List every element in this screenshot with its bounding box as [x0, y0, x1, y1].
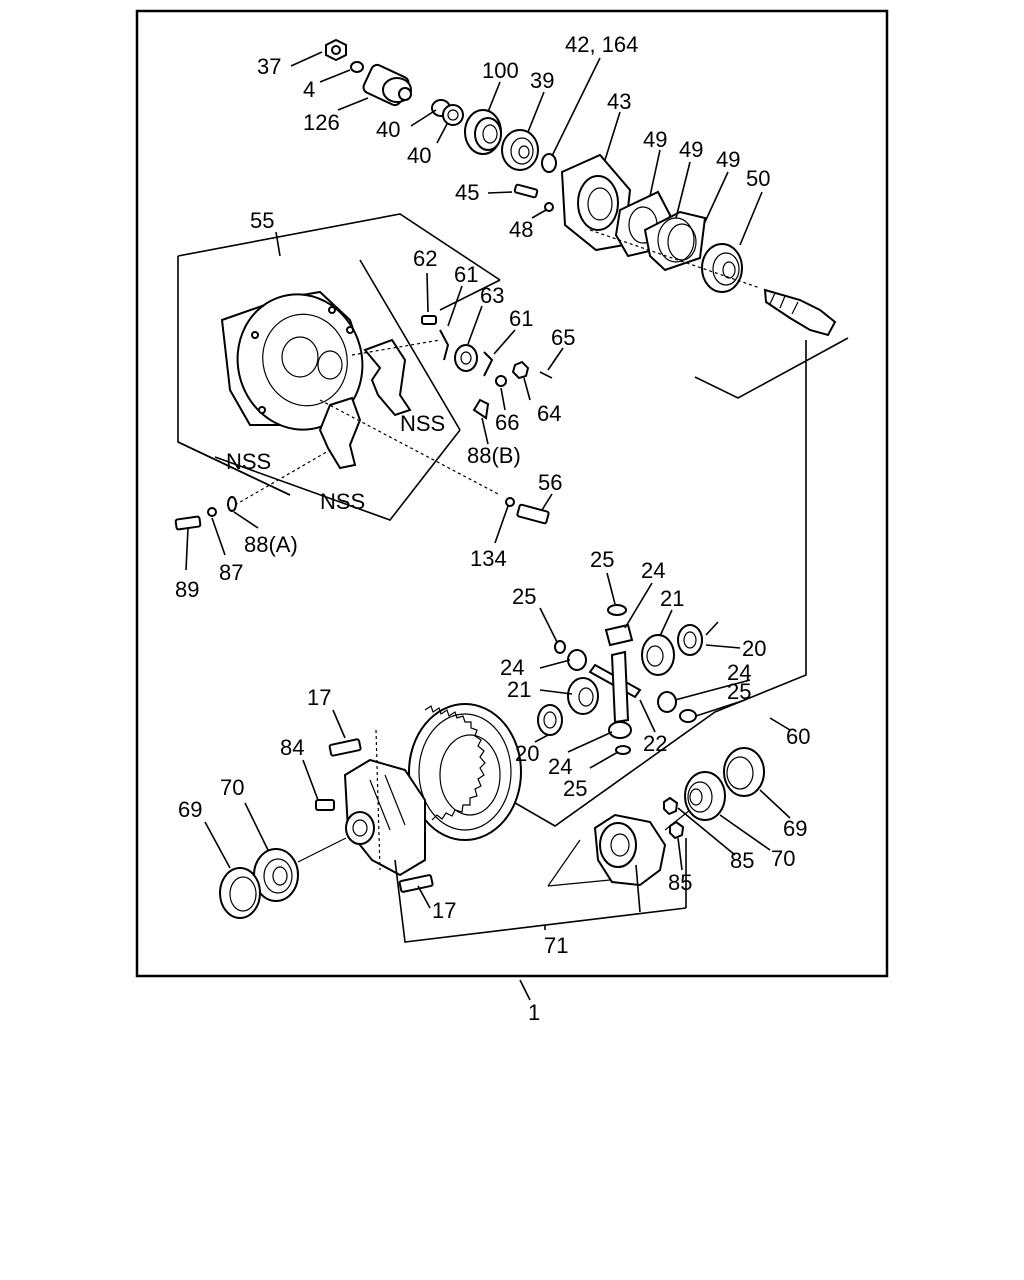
part-label: 61	[454, 262, 478, 287]
part-label: 63	[480, 283, 504, 308]
bearing-cup-icon	[219, 867, 261, 919]
part-label: 56	[538, 470, 562, 495]
part-label: 71	[544, 933, 568, 958]
part-label: 20	[515, 741, 539, 766]
part-label: 89	[175, 577, 199, 602]
part-label: 25	[512, 584, 536, 609]
bearing-icon	[701, 243, 743, 293]
part-label: 60	[786, 724, 810, 749]
part-label: 65	[551, 325, 575, 350]
part-label: 25	[590, 547, 614, 572]
part-label: 50	[746, 166, 770, 191]
differential-case-icon	[593, 813, 667, 887]
part-label: 62	[413, 246, 437, 271]
part-label: 61	[509, 306, 533, 331]
part-label: 85	[730, 848, 754, 873]
part-label: 4	[303, 77, 315, 102]
part-label: 25	[563, 776, 587, 801]
part-label: 69	[783, 816, 807, 841]
seal-icon	[464, 109, 502, 155]
part-label: 24	[641, 558, 665, 583]
differential-carrier-icon	[220, 290, 364, 431]
bolt-icon	[513, 183, 539, 199]
assembly-number-label: 1	[528, 1000, 540, 1025]
part-label: 48	[509, 217, 533, 242]
part-label: 43	[607, 89, 631, 114]
part-label: 49	[716, 147, 740, 172]
pinion-gear-icon	[763, 288, 837, 337]
part-label: 21	[660, 586, 684, 611]
nut-icon	[325, 38, 347, 62]
part-label: 70	[771, 846, 795, 871]
carrier-housing-icon	[560, 153, 632, 252]
part-label: 22	[643, 731, 667, 756]
leader-line-1	[519, 979, 531, 1001]
differential-gears	[537, 604, 703, 755]
flange-icon	[362, 63, 412, 107]
part-label: 42, 164	[565, 32, 638, 57]
part-label: NSS	[226, 449, 271, 474]
part-label: 49	[679, 137, 703, 162]
part-label: 24	[548, 754, 572, 779]
part-label: 40	[407, 143, 431, 168]
part-label: 21	[507, 677, 531, 702]
part-label: 37	[257, 54, 281, 79]
part-label: 45	[455, 180, 479, 205]
diagram-frame	[135, 9, 889, 978]
part-label: 24	[500, 655, 524, 680]
part-label: 134	[470, 546, 507, 571]
adjuster-parts	[421, 315, 553, 420]
part-label: 20	[742, 636, 766, 661]
part-label: 70	[220, 775, 244, 800]
part-label: NSS	[320, 489, 365, 514]
carrier-outline	[177, 213, 501, 521]
part-label: 69	[178, 797, 202, 822]
part-label: 17	[307, 685, 331, 710]
part-label: 126	[303, 110, 340, 135]
part-label: 87	[219, 560, 243, 585]
part-label: 84	[280, 735, 304, 760]
part-label: 88(B)	[467, 443, 521, 468]
ring-gear-icon	[408, 703, 522, 841]
part-label: 40	[376, 117, 400, 142]
bearing-icon	[501, 129, 539, 171]
part-label: 17	[432, 898, 456, 923]
part-label: 55	[250, 208, 274, 233]
part-label: 66	[495, 410, 519, 435]
part-label: 24	[727, 660, 751, 685]
part-label: 64	[537, 401, 561, 426]
part-label: 85	[668, 870, 692, 895]
pinion-assembly	[325, 38, 837, 337]
part-label: 49	[643, 127, 667, 152]
gasket-icon	[614, 190, 707, 272]
part-label: 39	[530, 68, 554, 93]
part-label: NSS	[400, 411, 445, 436]
part-number-labels: 37 4 126 40 40 100 39 42, 164 43 49 49 4…	[175, 32, 810, 1025]
part-label: 88(A)	[244, 532, 298, 557]
bearing-cup-icon	[723, 747, 765, 797]
part-label: 100	[482, 58, 519, 83]
bearing-icon	[684, 771, 726, 821]
part-label: 25	[727, 679, 751, 704]
differential-case-icon	[343, 758, 426, 877]
